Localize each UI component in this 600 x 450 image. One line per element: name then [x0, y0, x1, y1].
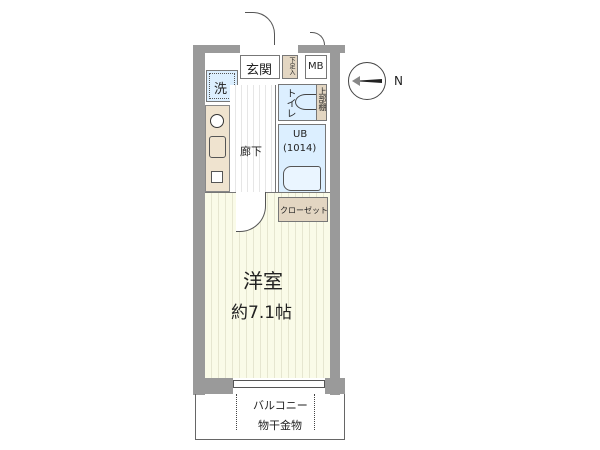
- compass-north-label: N: [394, 74, 403, 88]
- washer-label: 洗: [214, 82, 228, 97]
- drying-rack-left: [236, 394, 237, 430]
- unit-bath: UB (1014): [278, 124, 326, 195]
- western-room: 洋室 約7.1帖: [205, 192, 330, 378]
- balcony: バルコニー 物干金物: [195, 394, 345, 440]
- wall-top-right: [298, 45, 345, 53]
- corridor-label: 廊下: [240, 145, 262, 158]
- bath-label: UB: [293, 129, 308, 140]
- room-size-label: 約7.1帖: [231, 303, 293, 323]
- sink-icon: [209, 136, 226, 158]
- drying-rack-label: 物干金物: [258, 419, 302, 432]
- entrance-label: 玄関: [246, 63, 273, 78]
- balcony-window[interactable]: [233, 380, 325, 388]
- stove-icon: [211, 171, 223, 183]
- bathtub-icon: [283, 166, 321, 191]
- bath-size-label: (1014): [283, 143, 317, 154]
- wall-bottom-right: [325, 378, 345, 394]
- closet[interactable]: クローゼット: [278, 197, 328, 222]
- entrance-door[interactable]: [245, 12, 275, 45]
- mb-door[interactable]: [310, 32, 325, 45]
- wall-top: [193, 45, 240, 53]
- compass: [348, 62, 386, 100]
- meter-box: MB: [305, 55, 327, 79]
- upper-shelf-label: 上部棚: [318, 87, 327, 111]
- western-room-label: 洋室: [243, 269, 283, 293]
- meter-box-label: MB: [308, 61, 324, 72]
- shoe-storage-label: 下足入: [288, 57, 295, 75]
- balcony-label: バルコニー: [253, 399, 308, 412]
- range-hood-icon: [210, 114, 224, 128]
- wall-left: [193, 45, 205, 395]
- toilet: トイレ 上部棚: [278, 84, 327, 121]
- wall-bottom: [193, 378, 233, 394]
- compass-needle-icon: [352, 76, 382, 86]
- shoe-storage[interactable]: 下足入: [282, 55, 298, 79]
- kitchen: [205, 105, 230, 192]
- upper-shelf: 上部棚: [316, 84, 327, 121]
- toilet-label: トイレ: [284, 88, 295, 118]
- wall-right: [330, 45, 340, 395]
- toilet-bowl-icon: [295, 94, 317, 110]
- drying-rack-right: [314, 394, 315, 430]
- corridor: 廊下: [230, 85, 276, 192]
- closet-label: クローゼット: [280, 206, 328, 215]
- entrance: 玄関: [240, 55, 280, 79]
